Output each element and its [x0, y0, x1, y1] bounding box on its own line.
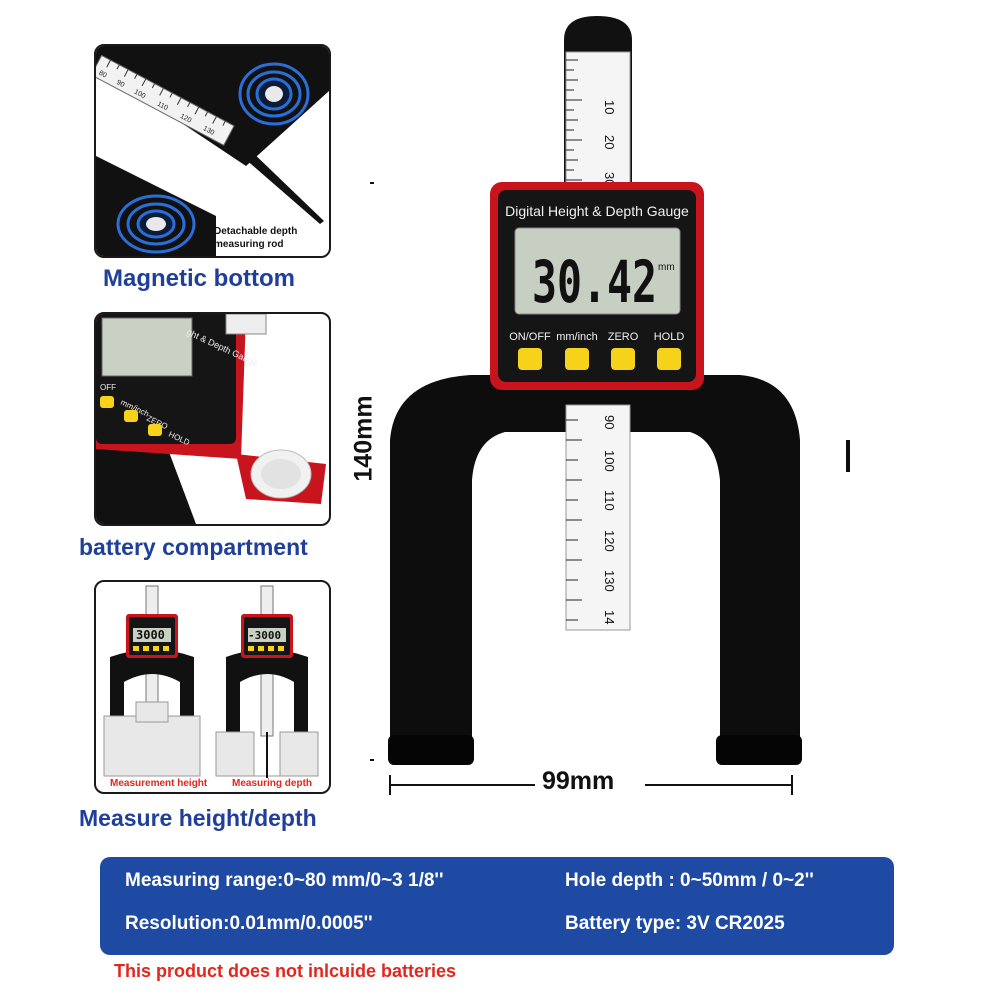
button-label-mm-inch: mm/inch	[556, 331, 598, 343]
ruler-label: 20	[602, 135, 617, 149]
depth-gauge: -3000	[215, 585, 319, 778]
ruler-tick-label: 120	[179, 113, 193, 125]
ruler-label: 120	[602, 530, 617, 552]
ruler: 10 20 30 90 100 110 120 130 14	[564, 16, 632, 631]
width-dimension-label: 99mm	[542, 767, 615, 795]
battery-door-icon	[236, 449, 326, 504]
magnet-icon	[116, 194, 196, 254]
spec-resolution: Resolution:0.01mm/0.0005''	[125, 913, 373, 934]
on-off-button	[518, 348, 542, 370]
gauge-base	[390, 375, 800, 760]
button-label-zero: ZERO	[608, 331, 639, 343]
ruler-tick-label: 90	[115, 79, 125, 89]
specs-panel: Measuring range:0~80 mm/0~3 1/8'' Hole d…	[100, 857, 894, 955]
ruler-label: 14	[602, 610, 617, 624]
battery-compartment-illustration: ght & Depth Gauge OFF mm/inch ZERO HOLD	[96, 314, 326, 524]
zero-button	[611, 348, 635, 370]
measure-height-depth-panel: 3000 -3000 Measurement height Measuring …	[94, 580, 331, 794]
spec-battery-type: Battery type: 3V CR2025	[565, 913, 785, 934]
main-gauge-illustration: 10 20 30 90 100 110 120 130 14 Digital H…	[370, 16, 850, 800]
callout-line-1: Detachable depth	[214, 226, 297, 237]
mini-reading-depth: -3000	[248, 629, 281, 642]
ruler-tick-label: 100	[133, 89, 147, 101]
magnetic-bottom-panel: 80 90 100 110 120 130 Detachable depth m…	[94, 44, 331, 258]
ruler-label: 90	[602, 415, 617, 429]
ruler-label: 110	[602, 490, 617, 511]
height-dimension-label: 140mm	[349, 395, 378, 482]
ruler-tick-label: 130	[202, 125, 216, 137]
battery-compartment-panel: ght & Depth Gauge OFF mm/inch ZERO HOLD	[94, 312, 331, 526]
height-dimension-line	[370, 182, 374, 761]
height-label: Measurement height	[110, 778, 208, 789]
button-label-on-off: ON/OFF	[509, 331, 551, 343]
height-gauge: 3000	[103, 585, 201, 777]
battery-compartment-caption: battery compartment	[79, 534, 308, 560]
button-label-hold: HOLD	[654, 331, 685, 343]
ruler-label: 100	[602, 450, 617, 472]
yellow-button	[124, 410, 138, 422]
ruler-tick-label: 80	[98, 70, 108, 80]
callout-line-2: measuring rod	[214, 239, 283, 250]
yellow-button	[100, 396, 114, 408]
hold-button	[657, 348, 681, 370]
measure-height-depth-caption: Measure height/depth	[79, 805, 317, 831]
battery-note: This product does not inlcuide batteries	[114, 961, 457, 981]
magnetic-bottom-caption: Magnetic bottom	[103, 265, 295, 292]
depth-rod-icon	[846, 440, 850, 472]
yellow-button	[148, 424, 162, 436]
lcd-screen	[514, 227, 681, 315]
mini-reading-height: 3000	[136, 628, 165, 642]
magnetic-bottom-illustration: 80 90 100 110 120 130 Detachable depth m…	[96, 46, 329, 256]
depth-label: Measuring depth	[232, 778, 312, 789]
btn-label-fragment: OFF	[100, 383, 116, 392]
spec-measuring-range: Measuring range:0~80 mm/0~3 1/8''	[125, 870, 444, 891]
magnet-icon	[238, 62, 310, 126]
ruler-tick-label: 110	[156, 101, 169, 112]
lcd-reading: 30.42	[532, 248, 657, 316]
gauge-title: Digital Height & Depth Gauge	[505, 203, 689, 219]
spec-hole-depth: Hole depth : 0~50mm / 0~2''	[565, 870, 814, 891]
measure-illustration: 3000 -3000 Measurement height Measuring …	[103, 585, 319, 789]
lcd-unit: mm	[658, 262, 675, 273]
ruler-label: 130	[602, 570, 617, 592]
mm-inch-button	[565, 348, 589, 370]
ruler-label: 10	[602, 100, 617, 114]
